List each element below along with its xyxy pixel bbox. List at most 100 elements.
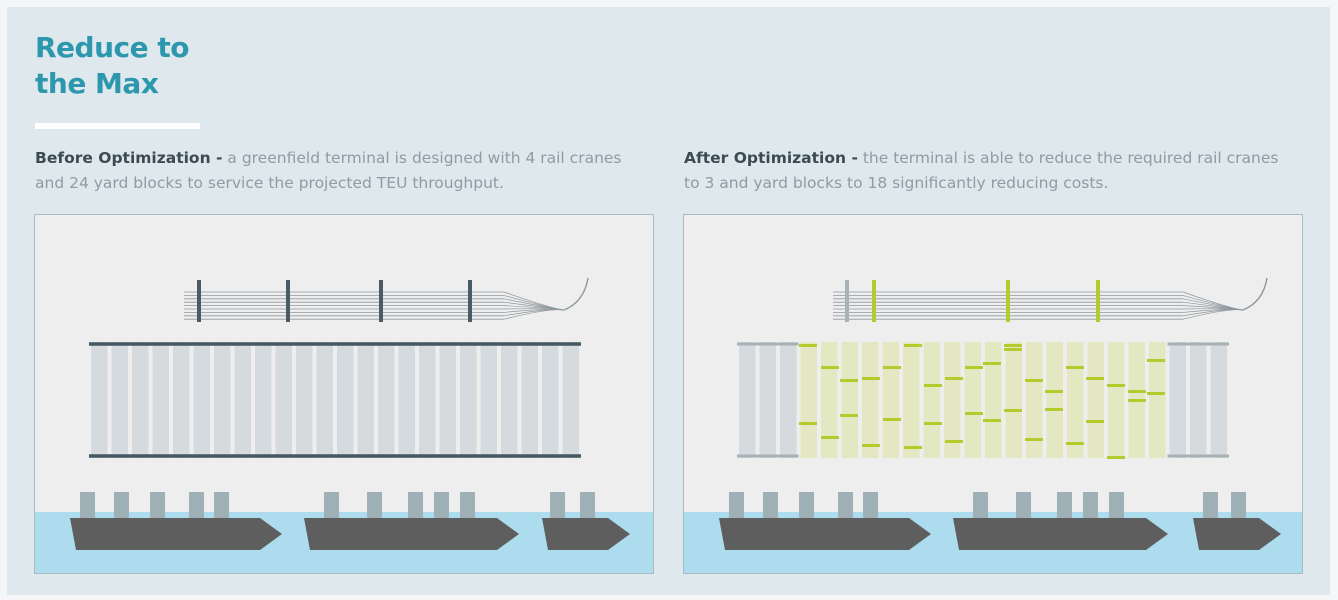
before-heading: Before Optimization - bbox=[35, 149, 223, 167]
title-line-2: the Max bbox=[35, 67, 159, 100]
rail-crane bbox=[468, 280, 472, 322]
yard-crane-marker bbox=[821, 366, 839, 369]
yard-crane-marker bbox=[983, 362, 1001, 365]
yard-block bbox=[439, 342, 456, 458]
yard-block-active bbox=[1087, 342, 1104, 458]
yard-block bbox=[316, 342, 333, 458]
yard-block bbox=[562, 342, 579, 458]
yard-block-active bbox=[903, 342, 920, 458]
yard-crane-marker bbox=[965, 366, 983, 369]
yard-crane-marker bbox=[799, 344, 817, 347]
rail-crane bbox=[1096, 280, 1100, 322]
rail-track-curve bbox=[1182, 309, 1244, 320]
yard-crane-marker bbox=[1045, 408, 1063, 411]
yard-block bbox=[132, 342, 149, 458]
after-heading: After Optimization - bbox=[684, 149, 858, 167]
yard-crane-marker bbox=[924, 422, 942, 425]
yard-block-active bbox=[1046, 342, 1063, 458]
yard-block bbox=[234, 342, 251, 458]
yard-block-active bbox=[923, 342, 940, 458]
yard-block-active bbox=[1067, 342, 1084, 458]
yard-block-active bbox=[1108, 342, 1125, 458]
yard-crane-marker bbox=[1107, 456, 1125, 459]
before-diagram bbox=[34, 214, 654, 574]
yard-block bbox=[337, 342, 354, 458]
ship-hull bbox=[542, 518, 630, 550]
yard-block bbox=[91, 342, 108, 458]
yard-crane-marker bbox=[1004, 409, 1022, 412]
yard-crane-marker bbox=[1045, 390, 1063, 393]
yard-block bbox=[255, 342, 272, 458]
yard-block bbox=[111, 342, 128, 458]
yard-crane-marker bbox=[1086, 420, 1104, 423]
yard-block bbox=[480, 342, 497, 458]
yard-block bbox=[1169, 342, 1186, 458]
yard-block bbox=[357, 342, 374, 458]
yard-block bbox=[378, 342, 395, 458]
yard-crane-marker bbox=[1128, 390, 1146, 393]
yard-block bbox=[759, 342, 776, 458]
after-text: the terminal is able to reduce the requi… bbox=[684, 149, 1279, 192]
yard-block-active bbox=[841, 342, 858, 458]
yard-crane-marker bbox=[862, 377, 880, 380]
ship-hull bbox=[304, 518, 519, 550]
ship-hull bbox=[719, 518, 931, 550]
yard-crane-marker bbox=[945, 440, 963, 443]
ship-hull bbox=[953, 518, 1168, 550]
yard-block bbox=[214, 342, 231, 458]
page-title: Reduce to the Max bbox=[35, 30, 189, 102]
yard-crane-marker bbox=[1066, 366, 1084, 369]
rail-track-curve bbox=[503, 309, 565, 320]
yard-block bbox=[398, 342, 415, 458]
rail-crane bbox=[286, 280, 290, 322]
yard-crane-marker bbox=[924, 384, 942, 387]
before-caption: Before Optimization - a greenfield termi… bbox=[35, 146, 645, 196]
yard-block bbox=[193, 342, 210, 458]
yard-block-active bbox=[800, 342, 817, 458]
yard-crane-marker bbox=[904, 344, 922, 347]
yard-block bbox=[275, 342, 292, 458]
after-caption: After Optimization - the terminal is abl… bbox=[684, 146, 1294, 196]
yard-crane-marker bbox=[1066, 442, 1084, 445]
yard-crane-marker bbox=[1107, 384, 1125, 387]
ship-hull bbox=[70, 518, 282, 550]
yard-block bbox=[173, 342, 190, 458]
yard-block bbox=[739, 342, 756, 458]
yard-block bbox=[1210, 342, 1227, 458]
yard-block bbox=[780, 342, 797, 458]
yard-block-active bbox=[944, 342, 961, 458]
yard-block-active bbox=[985, 342, 1002, 458]
yard-crane-marker bbox=[945, 377, 963, 380]
yard-crane-marker bbox=[799, 422, 817, 425]
rail-crane bbox=[845, 280, 849, 322]
yard-crane-marker bbox=[1025, 438, 1043, 441]
after-diagram bbox=[683, 214, 1303, 574]
yard-block bbox=[1190, 342, 1207, 458]
yard-crane-marker bbox=[821, 436, 839, 439]
yard-block bbox=[460, 342, 477, 458]
title-line-1: Reduce to bbox=[35, 31, 189, 64]
rail-track-spur bbox=[563, 277, 589, 311]
yard-block-active bbox=[1026, 342, 1043, 458]
yard-crane-marker bbox=[883, 418, 901, 421]
yard-crane-marker bbox=[1004, 344, 1022, 347]
yard-block bbox=[501, 342, 518, 458]
yard-crane-marker bbox=[983, 419, 1001, 422]
yard-block bbox=[152, 342, 169, 458]
yard-block-active bbox=[964, 342, 981, 458]
rail-crane bbox=[197, 280, 201, 322]
yard-crane-marker bbox=[904, 446, 922, 449]
yard-crane-marker bbox=[1004, 348, 1022, 351]
yard-crane-marker bbox=[883, 366, 901, 369]
yard-block bbox=[521, 342, 538, 458]
rail-crane bbox=[379, 280, 383, 322]
yard-block-active bbox=[1149, 342, 1166, 458]
before-text: a greenfield terminal is designed with 4… bbox=[35, 149, 622, 192]
title-underline bbox=[35, 123, 200, 129]
yard-block bbox=[542, 342, 559, 458]
yard-block-active bbox=[862, 342, 879, 458]
rail-crane bbox=[1006, 280, 1010, 322]
rail-track-spur bbox=[1242, 277, 1268, 311]
yard-crane-marker bbox=[1147, 392, 1165, 395]
yard-crane-marker bbox=[1128, 399, 1146, 402]
